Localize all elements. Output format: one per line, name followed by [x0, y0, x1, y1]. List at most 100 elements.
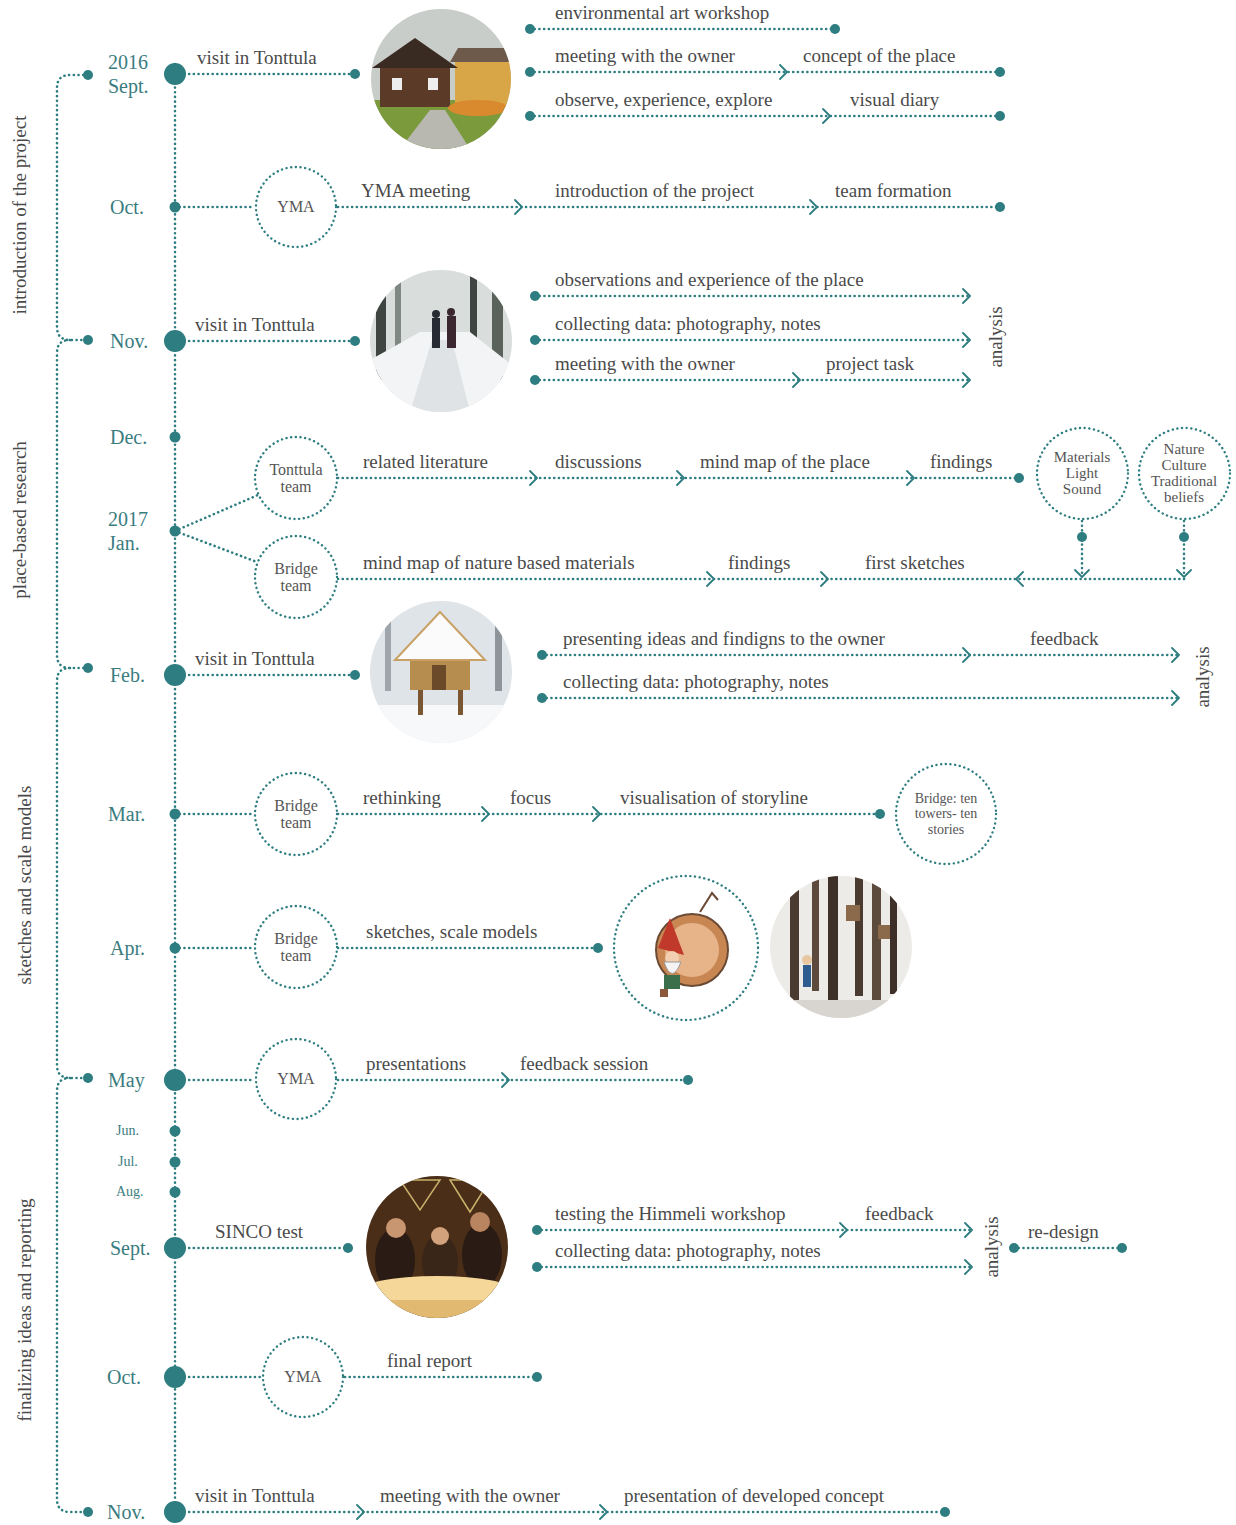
step-label: introduction of the project — [555, 180, 754, 202]
node-text: Bridge: ten towers- ten stories — [914, 791, 978, 836]
dotted-circle — [256, 1039, 336, 1119]
photo-figure — [432, 318, 440, 348]
photo-roof — [450, 48, 520, 62]
photo-yellow-building — [455, 60, 515, 105]
step-label: discussions — [555, 451, 642, 473]
step-label: first sketches — [865, 552, 965, 574]
start-dot — [530, 335, 540, 345]
end-dot — [995, 111, 1005, 121]
phase-label: finalizing ideas and reporting — [14, 1198, 36, 1421]
dotted-circle — [255, 536, 337, 618]
end-dot — [532, 1372, 542, 1382]
step-label: final report — [387, 1350, 472, 1372]
dotted-circle — [256, 167, 336, 247]
photo-path — [400, 110, 470, 149]
end-dot — [683, 1075, 693, 1085]
end-dot — [875, 809, 885, 819]
start-dot — [537, 693, 547, 703]
month-label: Oct. — [110, 195, 144, 219]
model-trunk — [890, 876, 897, 994]
month-label: Jun. — [116, 1122, 139, 1140]
step-label: visit in Tonttula — [195, 1485, 315, 1507]
photo-snow — [370, 705, 512, 745]
dotted-circle — [1139, 428, 1230, 519]
photo-tree — [385, 601, 391, 691]
step-label: visit in Tonttula — [195, 648, 315, 670]
node-text: Nature Culture Traditional beliefs — [1147, 441, 1222, 506]
photo-stilt — [418, 690, 423, 715]
photo-stilt — [458, 690, 463, 715]
timeline-dot-large — [164, 1069, 186, 1091]
month-label: Jul. — [118, 1153, 138, 1171]
month-label: Oct. — [107, 1365, 141, 1389]
workshop-photo — [357, 1176, 517, 1320]
photo-figure — [447, 316, 456, 348]
timeline-dot-small — [170, 943, 181, 954]
step-label: visit in Tonttula — [195, 314, 315, 336]
end-dot — [350, 670, 360, 680]
month-label: Mar. — [108, 802, 145, 826]
step-label: project task — [826, 353, 914, 375]
model-figure-head — [802, 955, 812, 965]
step-label: feedback session — [520, 1053, 648, 1075]
photo-background — [370, 270, 512, 412]
chevron-arrowheads — [357, 65, 1191, 1519]
step-label: YMA meeting — [361, 180, 470, 202]
dotted-circle — [255, 437, 337, 519]
end-dot — [995, 202, 1005, 212]
timeline-dot-large — [164, 1237, 186, 1259]
end-dot — [350, 336, 360, 346]
analysis-label: analysis — [1192, 646, 1214, 707]
sketch-gnome-legs — [660, 989, 668, 997]
model-box — [878, 925, 890, 939]
phase-label: sketches and scale models — [14, 786, 36, 985]
table-front — [366, 1300, 508, 1320]
start-dot — [530, 375, 540, 385]
step-label: re-design — [1028, 1221, 1099, 1243]
start-dot — [532, 1262, 542, 1272]
photo-track — [410, 340, 470, 412]
node-text: YMA — [277, 1070, 314, 1087]
phase-label: place-based research — [9, 441, 31, 599]
step-label: testing the Himmeli workshop — [555, 1203, 786, 1225]
photo-window — [392, 78, 402, 90]
photo-snow — [370, 332, 512, 412]
analysis-label: analysis — [981, 1216, 1003, 1277]
step-label: presentation of developed concept — [624, 1485, 884, 1507]
month-label: May — [108, 1068, 145, 1092]
end-dot — [940, 1507, 950, 1517]
step-label: visualisation of storyline — [620, 787, 808, 809]
step-label: visual diary — [850, 89, 939, 111]
circle-node: Bridge team — [253, 904, 339, 990]
month-label: Feb. — [110, 663, 145, 687]
model-trunk — [855, 876, 863, 996]
month-label: Nov. — [110, 329, 148, 353]
month-label: 2016 Sept. — [108, 50, 160, 98]
timeline-dot-small — [170, 526, 181, 537]
start-dot — [1077, 532, 1087, 542]
circle-node: YMA — [254, 165, 338, 249]
sketch-handle — [700, 893, 718, 912]
step-label: visit in Tonttula — [197, 47, 317, 69]
step-label: SINCO test — [215, 1221, 303, 1243]
step-label: environmental art workshop — [555, 2, 769, 24]
person-face — [431, 1227, 449, 1245]
sketch-gnome-body — [664, 975, 680, 989]
person-face — [470, 1212, 490, 1232]
himmeli-ornament — [400, 1180, 490, 1212]
step-label: feedback — [1030, 628, 1099, 650]
model-trunk — [828, 876, 838, 1004]
analysis-label: analysis — [985, 306, 1007, 367]
step-label: meeting with the owner — [555, 353, 735, 375]
step-label: collecting data: photography, notes — [555, 313, 821, 335]
step-label: observations and experience of the place — [555, 269, 864, 291]
end-dot — [995, 67, 1005, 77]
dotted-circle — [255, 773, 337, 855]
step-label: feedback — [865, 1203, 934, 1225]
end-dot — [593, 943, 603, 953]
timeline-dot-large — [164, 1366, 186, 1388]
timeline-dot-large — [164, 330, 186, 352]
step-label: concept of the place — [803, 45, 955, 67]
node-text: Bridge team — [261, 797, 331, 832]
photo-roof — [395, 612, 485, 660]
